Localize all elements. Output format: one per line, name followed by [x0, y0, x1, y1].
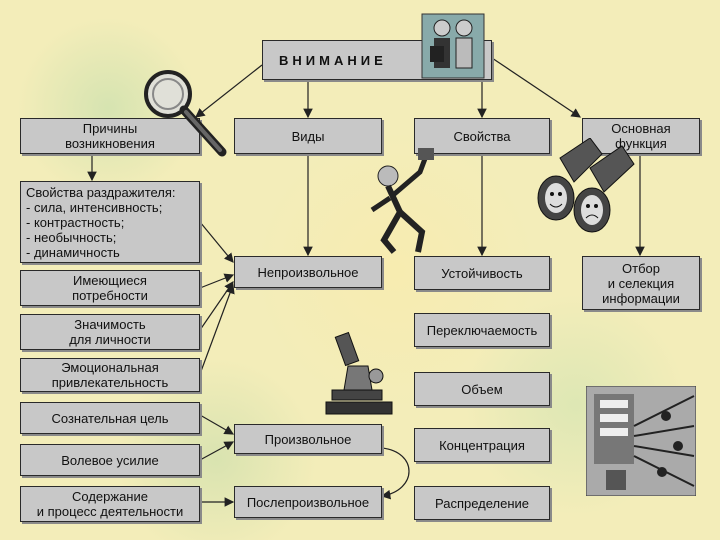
circuit-art-icon	[586, 386, 696, 496]
property-concentration: Концентрация	[414, 428, 550, 462]
property-switching: Переключаемость	[414, 313, 550, 347]
property-concentration-text: Концентрация	[439, 437, 525, 453]
type-post-voluntary-text: Послепроизвольное	[246, 494, 370, 510]
arrow-stimulus-involuntary	[199, 221, 234, 263]
microscope-icon	[325, 331, 393, 415]
category-types-label: Виды	[291, 128, 325, 144]
property-stability-text: Устойчивость	[441, 265, 523, 281]
category-main-function-label: Основная функция	[611, 121, 671, 151]
cause-stimulus-properties: Свойства раздражителя: - сила, интенсивн…	[20, 181, 200, 263]
cause-needs: Имеющиеся потребности	[20, 270, 200, 306]
people-listening-icon	[421, 13, 485, 79]
arrow-goal-voluntary	[199, 414, 235, 435]
arrow-title-function	[491, 57, 581, 118]
cause-activity-content: Содержание и процесс деятельности	[20, 486, 200, 522]
property-distribution-text: Распределение	[434, 495, 530, 511]
property-stability: Устойчивость	[414, 256, 550, 290]
property-switching-text: Переключаемость	[426, 322, 538, 338]
binoculars-masks-icon	[537, 138, 635, 233]
function-selection: Отбор и селекция информации	[582, 256, 700, 310]
type-involuntary: Непроизвольное	[234, 256, 382, 288]
cause-needs-text: Имеющиеся потребности	[72, 273, 148, 303]
cause-activity-text: Содержание и процесс деятельности	[36, 489, 184, 519]
arrow-emotional-involuntary	[199, 283, 235, 375]
type-involuntary-text: Непроизвольное	[257, 264, 359, 280]
arrow-voluntary-postvoluntary	[380, 447, 410, 500]
arrow-will-voluntary	[199, 441, 235, 461]
arrow-title-causes	[195, 64, 263, 118]
cause-emotional: Эмоциональная привлекательность	[20, 358, 200, 392]
cause-emotional-text: Эмоциональная привлекательность	[51, 360, 169, 390]
title-text: ВНИМАНИЕ	[279, 52, 387, 68]
type-voluntary: Произвольное	[234, 424, 382, 454]
category-causes: Причины возникновения	[20, 118, 200, 154]
cause-stimulus-text: Свойства раздражителя: - сила, интенсивн…	[26, 185, 176, 260]
property-distribution: Распределение	[414, 486, 550, 520]
property-volume: Объем	[414, 372, 550, 406]
type-voluntary-text: Произвольное	[264, 431, 352, 447]
category-main-function: Основная функция	[582, 118, 700, 154]
cause-will-text: Волевое усилие	[61, 452, 159, 468]
cause-goal: Сознательная цель	[20, 402, 200, 434]
category-properties-label: Свойства	[453, 128, 511, 144]
cause-significance-text: Значимость для личности	[69, 317, 151, 347]
category-properties: Свойства	[414, 118, 550, 154]
cause-goal-text: Сознательная цель	[51, 410, 169, 426]
category-causes-label: Причины возникновения	[65, 121, 155, 151]
arrow-needs-involuntary	[199, 273, 235, 289]
property-volume-text: Объем	[461, 381, 503, 397]
arrow-significance-involuntary	[199, 281, 234, 331]
category-types: Виды	[234, 118, 382, 154]
type-post-voluntary: Послепроизвольное	[234, 486, 382, 518]
cause-significance: Значимость для личности	[20, 314, 200, 350]
cause-will: Волевое усилие	[20, 444, 200, 476]
magnifying-glass-icon	[144, 70, 227, 157]
function-selection-text: Отбор и селекция информации	[602, 260, 680, 306]
running-man-icon	[370, 148, 434, 254]
